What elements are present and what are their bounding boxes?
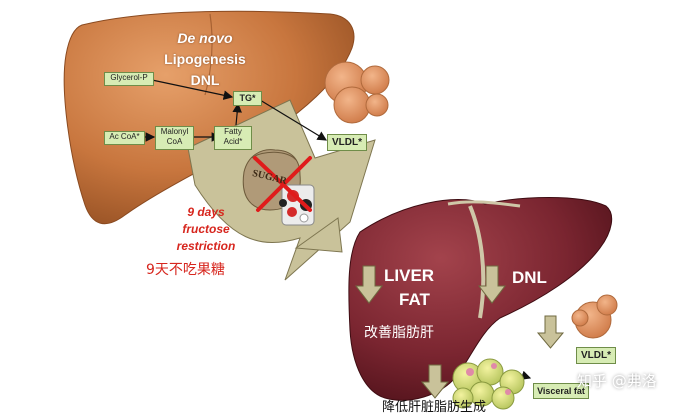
acetyl-coa-box: Ac CoA* bbox=[104, 131, 145, 145]
maroon-liver-shape bbox=[348, 197, 613, 401]
glycerol-box: Glycerol-P bbox=[104, 72, 154, 86]
dnl-title-line2: Lipogenesis bbox=[164, 51, 246, 67]
molecule-model-image bbox=[279, 184, 315, 226]
vldl-droplets-bottom bbox=[571, 294, 618, 339]
tg-label: TG* bbox=[239, 93, 256, 103]
dnl-title-line3: DNL bbox=[190, 72, 220, 88]
restriction-line2: fructose bbox=[182, 222, 230, 236]
restriction-chinese: 9天不吃果糖 bbox=[146, 262, 225, 278]
liver-fat-line2: FAT bbox=[399, 290, 430, 309]
dnl-title-line1: De novo bbox=[177, 30, 233, 46]
fatty-acid-label-line2: Acid* bbox=[223, 137, 243, 146]
vldl-bottom-box: VLDL* bbox=[576, 347, 616, 364]
vldl-down-arrow bbox=[536, 315, 565, 349]
liver-fat-down-arrow bbox=[354, 265, 384, 304]
vldl-top-box: VLDL* bbox=[327, 134, 367, 151]
restriction-line3: restriction bbox=[176, 239, 236, 253]
vldl-bottom-label: VLDL* bbox=[581, 350, 611, 361]
fat-cells-cluster bbox=[452, 358, 525, 410]
watermark-text: 知乎 @弗洛 bbox=[577, 372, 657, 390]
tg-box: TG* bbox=[233, 91, 262, 106]
bottom-down-arrow bbox=[420, 364, 450, 399]
liver-fat-chinese: 改善脂肪肝 bbox=[364, 325, 434, 341]
fatty-acid-label-line1: Fatty bbox=[224, 127, 242, 136]
visceral-fat-label: Visceral fat bbox=[537, 386, 585, 396]
glycerol-label: Glycerol-P bbox=[110, 73, 148, 82]
red-cross-mark bbox=[253, 156, 312, 212]
vldl-top-label: VLDL* bbox=[332, 137, 362, 148]
acetyl-coa-label: Ac CoA* bbox=[109, 132, 140, 141]
bottom-chinese-caption: 降低肝脏脂肪生成 bbox=[382, 400, 487, 415]
vldl-droplets-top bbox=[324, 61, 390, 124]
dnl-bottom-label: DNL bbox=[512, 268, 547, 287]
dnl-title: De novo Lipogenesis DNL bbox=[150, 28, 260, 91]
restriction-note: 9 days fructose restriction bbox=[160, 204, 252, 255]
malonyl-label-line1: Malonyl bbox=[160, 127, 189, 136]
liver-fat-label: LIVER FAT bbox=[384, 264, 434, 312]
fatty-acid-box: Fatty Acid* bbox=[214, 126, 252, 150]
restriction-line1: 9 days bbox=[187, 205, 225, 219]
visceral-fat-box: Visceral fat bbox=[533, 383, 589, 399]
dnl-down-arrow bbox=[477, 265, 507, 304]
liver-fat-line1: LIVER bbox=[384, 266, 435, 285]
malonyl-label-line2: CoA bbox=[166, 137, 183, 146]
malonyl-coa-box: Malonyl CoA bbox=[155, 126, 194, 150]
